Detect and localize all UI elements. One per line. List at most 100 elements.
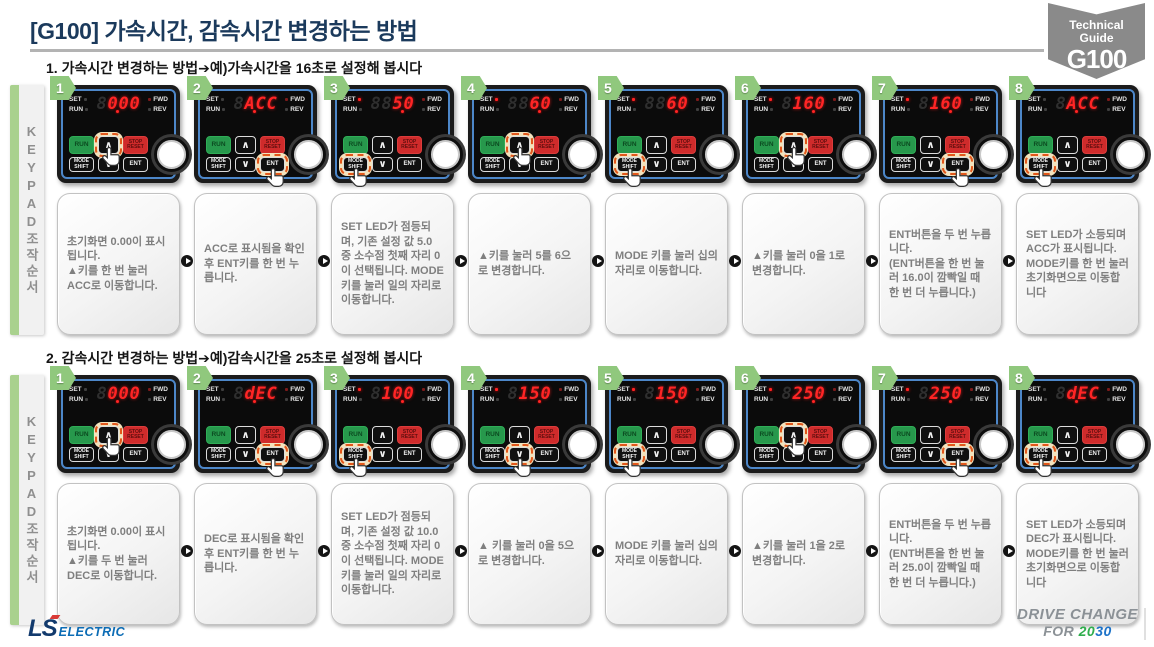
seg-digit: d	[1066, 384, 1079, 404]
ent-button: ENT	[942, 154, 973, 188]
down-arrow-button: ∨	[509, 157, 530, 172]
decimal-point	[949, 110, 953, 113]
fwd-led-label: FWD	[1112, 386, 1127, 393]
next-arrow-icon	[455, 545, 467, 557]
set-led-label: SET	[1028, 96, 1041, 103]
seg-digit: 0	[540, 384, 551, 404]
jog-knob	[839, 426, 874, 462]
fwd-led-indicator	[833, 98, 837, 101]
rev-led-indicator	[833, 108, 837, 111]
seg-digit: 5	[666, 384, 679, 404]
next-arrow-icon	[318, 255, 330, 267]
left-led-column: SET RUN	[891, 386, 911, 403]
run-led-label: RUN	[617, 396, 632, 403]
seg-digit: 1	[929, 94, 940, 114]
fwd-led-indicator	[696, 98, 700, 101]
up-arrow-button: ∧	[95, 423, 122, 457]
button-grid: RUN ∧ STOP RESET MODE SHIFT ∨ ENT	[891, 136, 973, 188]
fwd-led-label: FWD	[701, 386, 716, 393]
ent-button: ENT	[1082, 157, 1107, 172]
button-grid: RUN ∧ STOP RESET MODE SHIFT ∨ ENT	[206, 426, 288, 478]
fwd-led-indicator	[1107, 388, 1111, 391]
rev-led-indicator	[833, 398, 837, 401]
run-led-label: RUN	[891, 106, 906, 113]
set-led-label: SET	[480, 386, 493, 393]
rev-led-indicator	[148, 398, 152, 401]
seg-digit: 0	[814, 94, 825, 114]
decimal-point	[949, 400, 953, 403]
left-led-column: SET RUN	[69, 386, 89, 403]
fwd-led-indicator	[833, 388, 837, 391]
rev-led-label: REV	[427, 396, 441, 403]
ent-button: ENT	[257, 154, 288, 188]
rev-led-indicator	[1107, 108, 1111, 111]
mode-shift-button: MODE SHIFT	[1025, 444, 1056, 478]
down-arrow-button: ∨	[98, 447, 119, 462]
jog-knob	[428, 136, 463, 172]
decimal-point	[401, 400, 405, 403]
jog-knob	[839, 136, 874, 172]
mode-shift-button: MODE SHIFT	[754, 447, 779, 462]
mode-shift-button: MODE SHIFT	[614, 154, 645, 188]
mode-shift-button: MODE SHIFT	[206, 157, 231, 172]
jog-knob	[154, 136, 189, 172]
button-grid: RUN ∧ STOP RESET MODE SHIFT ∨ ENT	[754, 423, 833, 462]
fwd-led-indicator	[1107, 98, 1111, 101]
stop-reset-button: STOP RESET	[671, 426, 696, 444]
seg-digit: C	[1077, 94, 1088, 114]
seg-digit: 8	[370, 94, 381, 114]
hand-cursor-icon	[348, 167, 367, 188]
next-arrow-icon	[181, 255, 193, 267]
mode-shift-button: MODE SHIFT	[891, 447, 916, 462]
stop-reset-button: STOP RESET	[945, 136, 970, 154]
step-description: ▲키를 눌러 5를 6으로 변경합니다.	[468, 193, 591, 335]
set-led-indicator	[494, 98, 498, 101]
button-grid: RUN ∧ STOP RESET MODE SHIFT ∨ ENT	[206, 136, 288, 188]
rev-led-indicator	[1107, 398, 1111, 401]
seg-digit: C	[1088, 94, 1099, 114]
jog-knob	[154, 426, 189, 462]
down-arrow-button: ∨	[783, 157, 804, 172]
rev-led-label: REV	[1112, 106, 1126, 113]
run-led-label: RUN	[617, 106, 632, 113]
fwd-led-label: FWD	[838, 386, 853, 393]
set-led-label: SET	[343, 96, 356, 103]
set-led-indicator	[768, 98, 772, 101]
set-led-indicator	[83, 98, 87, 101]
seg-digit: E	[1077, 384, 1088, 404]
button-area: RUN ∧ STOP RESET MODE SHIFT ∨ ENT	[1025, 426, 1148, 478]
down-arrow-button: ∨	[506, 444, 533, 478]
seg-digit: 8	[918, 94, 929, 114]
step-description: DEC로 표시됨을 확인 후 ENT키를 한 번 누릅니다.	[194, 483, 317, 625]
step-description: SET LED가 소등되며 DEC가 표시됩니다. MODE키를 한 번 눌러 …	[1016, 483, 1139, 625]
seg-digit: 0	[403, 384, 414, 404]
set-led-indicator	[220, 388, 224, 391]
mode-shift-button: MODE SHIFT	[754, 157, 779, 172]
seg-digit: 8	[655, 94, 666, 114]
seg-digit: 8	[918, 384, 929, 404]
decimal-point	[253, 400, 257, 403]
rev-led-label: REV	[564, 106, 578, 113]
mode-shift-button: MODE SHIFT	[206, 447, 231, 462]
fwd-led-indicator	[285, 98, 289, 101]
